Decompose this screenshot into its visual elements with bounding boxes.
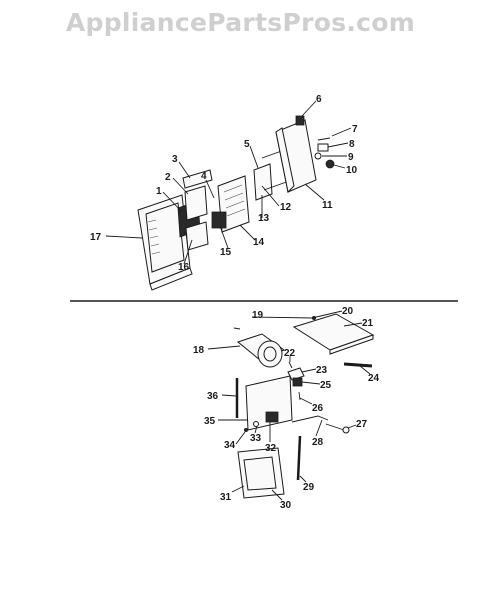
callout-20: 20 — [342, 306, 354, 317]
part-35-panel — [245, 375, 293, 431]
part-21-plate — [292, 313, 375, 355]
upper-assembly — [105, 100, 352, 291]
callout-34: 34 — [224, 440, 236, 451]
callout-23: 23 — [316, 365, 328, 376]
part-22-clip — [288, 361, 293, 369]
callout-14: 14 — [253, 237, 265, 248]
part-3-plate — [182, 169, 213, 189]
part-28-lever — [291, 415, 329, 423]
callout-36: 36 — [207, 391, 219, 402]
callout-6: 6 — [316, 94, 322, 105]
part-6-clip — [295, 115, 305, 126]
callout-31: 31 — [220, 492, 232, 503]
part-16-bracket — [185, 221, 209, 251]
callout-18: 18 — [193, 345, 205, 356]
callout-15: 15 — [220, 247, 232, 258]
part-29-rod — [296, 435, 302, 481]
part-11-housing — [275, 119, 317, 194]
callout-5: 5 — [244, 139, 250, 150]
callout-22: 22 — [284, 348, 296, 359]
part-24-rod — [343, 362, 373, 368]
part-10-nut — [325, 159, 335, 169]
leader-lines-upper — [105, 100, 352, 265]
callout-labels: 1 2 3 4 5 6 7 8 9 10 11 12 13 14 15 16 1… — [90, 94, 380, 511]
callout-28: 28 — [312, 437, 324, 448]
part-27-connector — [325, 423, 350, 434]
part-15-switch — [211, 211, 227, 229]
callout-12: 12 — [280, 202, 292, 213]
callout-19: 19 — [252, 310, 264, 321]
callout-17: 17 — [90, 232, 102, 243]
callout-9: 9 — [348, 152, 354, 163]
callout-7: 7 — [352, 124, 358, 135]
part-7-screw — [317, 137, 331, 141]
callout-26: 26 — [312, 403, 324, 414]
callout-21: 21 — [362, 318, 374, 329]
callout-2: 2 — [165, 172, 171, 183]
part-8-clip — [317, 143, 329, 152]
part-30-cover — [237, 447, 285, 499]
callout-29: 29 — [303, 482, 315, 493]
callout-13: 13 — [258, 213, 270, 224]
part-13-shield — [253, 163, 273, 201]
part-17-control-panel — [137, 194, 193, 291]
part-34-screw — [243, 427, 248, 432]
lower-assembly — [207, 310, 375, 501]
part-18-housing — [236, 333, 286, 368]
part-23-bracket — [287, 367, 305, 381]
part-9-spring — [314, 152, 322, 160]
callout-4: 4 — [201, 171, 207, 182]
part-32-button — [265, 411, 279, 423]
callout-35: 35 — [204, 416, 216, 427]
callout-16: 16 — [178, 262, 190, 273]
callout-1: 1 — [156, 186, 162, 197]
watermark-text: AppliancePartsPros.com — [65, 8, 416, 37]
callout-8: 8 — [349, 139, 355, 150]
callout-33: 33 — [250, 433, 262, 444]
callout-25: 25 — [320, 380, 332, 391]
part-26-screw — [298, 391, 301, 401]
part-19-pin — [233, 327, 241, 330]
part-25-switch — [292, 377, 303, 387]
part-2-bracket — [184, 185, 208, 221]
callout-24: 24 — [368, 373, 380, 384]
callout-10: 10 — [346, 165, 358, 176]
leader-lines-lower — [207, 310, 371, 501]
callout-3: 3 — [172, 154, 178, 165]
callout-27: 27 — [356, 419, 368, 430]
callout-30: 30 — [280, 500, 292, 511]
callout-11: 11 — [322, 200, 333, 211]
part-33-spring — [253, 421, 259, 427]
callout-32: 32 — [265, 443, 277, 454]
